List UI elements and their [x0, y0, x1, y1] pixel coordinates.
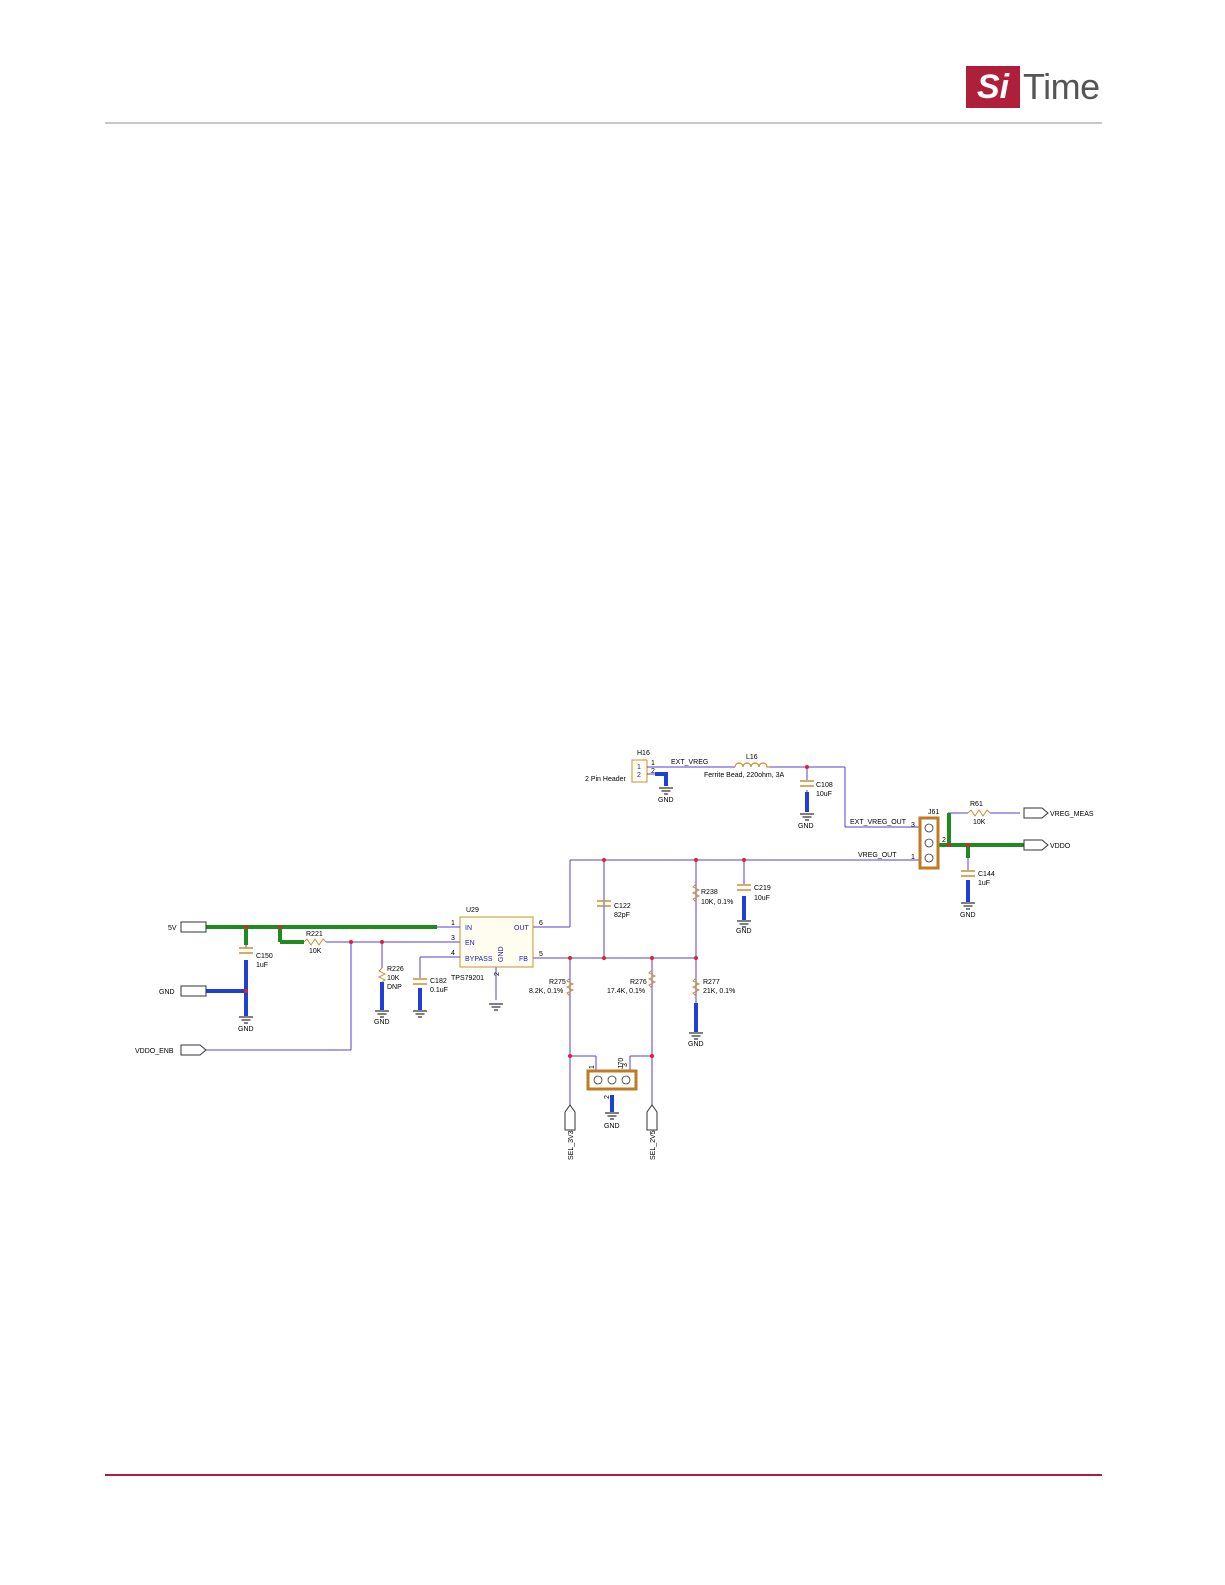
j70-pin2: 2	[604, 1095, 611, 1099]
c122-value: 82pF	[614, 912, 630, 919]
c150-value: 1uF	[256, 962, 268, 969]
u29-num-6: 6	[539, 920, 543, 927]
h16-gnd: GND	[658, 797, 674, 804]
j61-pin1: 1	[911, 854, 915, 861]
ground-wires	[206, 772, 970, 1112]
port-sel-2v5: SEL_2V5	[650, 1130, 657, 1160]
c144-value: 1uF	[978, 880, 990, 887]
net-ext-vreg-out: EXT_VREG_OUT	[850, 819, 907, 826]
u29-part: TPS79201	[451, 975, 484, 982]
h16-value: 2 Pin Header	[585, 776, 627, 783]
h16-pin-b: 2	[651, 768, 655, 775]
r226-ref: R226	[387, 966, 404, 973]
capacitor-plates	[239, 780, 975, 985]
port-vddo-enb: VDDO_ENB	[135, 1048, 174, 1055]
r61-value: 10K	[973, 819, 986, 826]
c219-ref: C219	[754, 885, 771, 892]
h16-pin-a: 1	[651, 760, 655, 767]
port-gnd: GND	[159, 989, 175, 996]
r276-ref: R276	[630, 979, 647, 986]
logo-suffix: Time	[1023, 66, 1100, 107]
net-vreg-out: VREG_OUT	[858, 852, 897, 859]
u29-pin-out: OUT	[514, 925, 530, 932]
r277-value: 21K, 0.1%	[703, 988, 735, 995]
c150-gnd: GND	[238, 1026, 254, 1033]
j61-pin2: 2	[942, 837, 946, 844]
h16-body	[631, 759, 648, 783]
port-vreg-meas: VREG_MEAS	[1050, 811, 1094, 818]
u29-pin-in: IN	[465, 925, 472, 932]
r226-note: DNP	[387, 984, 402, 991]
c108-ref: C108	[816, 782, 833, 789]
j61-pin3: 3	[911, 822, 915, 829]
c219-value: 10uF	[754, 895, 770, 902]
j70-pin1: 1	[589, 1065, 596, 1069]
j70-pin3: 3	[622, 1063, 629, 1067]
r275-ref: R275	[549, 979, 566, 986]
c219-gnd: GND	[736, 928, 752, 935]
sitime-logo: Si Time	[966, 66, 1106, 108]
port-shapes	[180, 807, 1049, 1131]
c150-ref: C150	[256, 953, 273, 960]
l16-body	[734, 762, 770, 768]
u29-num-4: 4	[451, 950, 455, 957]
h16-inner-pin2: 2	[637, 772, 641, 779]
port-5v: 5V	[168, 925, 177, 932]
net-ext-vreg: EXT_VREG	[671, 759, 708, 766]
c144-ref: C144	[978, 871, 995, 878]
u29-pin-fb: FB	[519, 956, 528, 963]
u29-num-2: 2	[494, 972, 501, 976]
u29-ref: U29	[466, 907, 479, 914]
c108-gnd: GND	[798, 823, 814, 830]
u29-pin-bypass: BYPASS	[465, 956, 493, 963]
ground-symbols	[238, 787, 976, 1120]
resistor-bodies	[303, 809, 991, 997]
h16-ref: H16	[637, 750, 650, 757]
port-sel-3v3: SEL_3V3	[568, 1130, 575, 1160]
c144-gnd: GND	[960, 912, 976, 919]
r221-ref: R221	[306, 931, 323, 938]
u29-num-5: 5	[539, 951, 543, 958]
r226-gnd: GND	[374, 1019, 390, 1026]
u29-body	[459, 916, 534, 968]
footer-divider	[105, 1474, 1102, 1476]
c182-ref: C182	[430, 978, 447, 985]
u29-num-3: 3	[451, 935, 455, 942]
j70-gnd: GND	[604, 1123, 620, 1130]
r275-value: 8.2K, 0.1%	[529, 988, 563, 995]
u29-pin-leads	[437, 926, 460, 958]
header-divider	[105, 122, 1102, 124]
r221-value: 10K	[309, 948, 322, 955]
h16-inner-pin1: 1	[637, 764, 641, 771]
u29-pin-gnd: GND	[498, 946, 505, 962]
l16-ref: L16	[746, 754, 758, 761]
port-vddo: VDDO	[1050, 843, 1071, 850]
u29-pin-en: EN	[465, 940, 475, 947]
j61-ref: J61	[928, 809, 939, 816]
u29-num-1: 1	[451, 920, 455, 927]
junction-dots	[244, 765, 970, 1058]
l16-value: Ferrite Bead, 220ohm, 3A	[704, 772, 784, 779]
r226-value: 10K	[387, 975, 400, 982]
r277-gnd: GND	[688, 1041, 704, 1048]
r238-ref: R238	[701, 889, 718, 896]
j70-ref: J70	[618, 1058, 625, 1069]
logo-prefix: Si	[966, 66, 1020, 108]
power-wires	[206, 813, 1024, 945]
r61-ref: R61	[970, 801, 983, 808]
r276-value: 17.4K, 0.1%	[607, 988, 645, 995]
c122-ref: C122	[614, 903, 631, 910]
c182-value: 0.1uF	[430, 987, 448, 994]
c108-value: 10uF	[816, 791, 832, 798]
r277-ref: R277	[703, 979, 720, 986]
r238-value: 10K, 0.1%	[701, 899, 733, 906]
